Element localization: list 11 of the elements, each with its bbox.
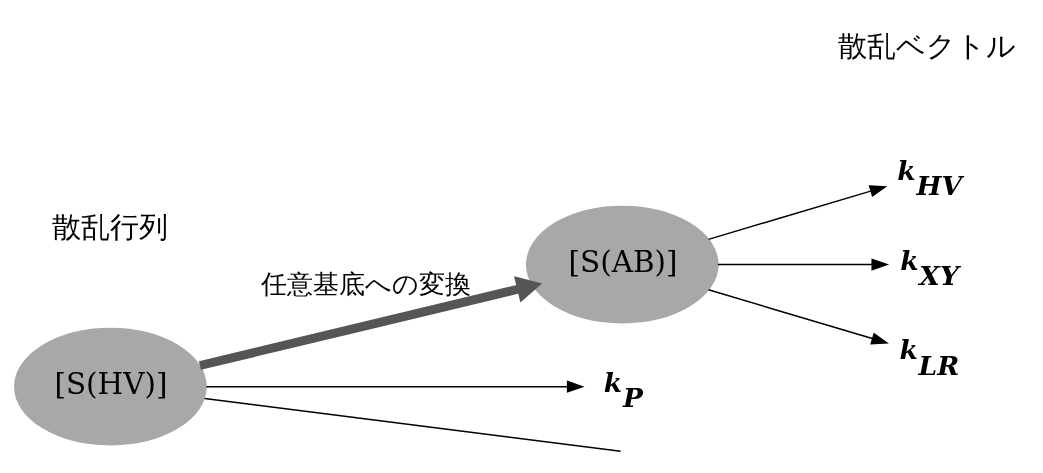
arrow <box>717 257 890 271</box>
arrow <box>707 288 889 344</box>
connector <box>203 397 622 452</box>
node-ellipse: [S(HV)] <box>14 327 207 445</box>
edge-label: 任意基底への変換 <box>261 267 472 299</box>
label: 散乱ベクトル <box>837 28 1016 63</box>
label: 散乱行列 <box>52 209 169 244</box>
arrow <box>707 184 888 240</box>
node-ellipse: [S(AB)] <box>525 205 719 323</box>
arrow <box>205 379 585 393</box>
arrow <box>198 275 543 370</box>
